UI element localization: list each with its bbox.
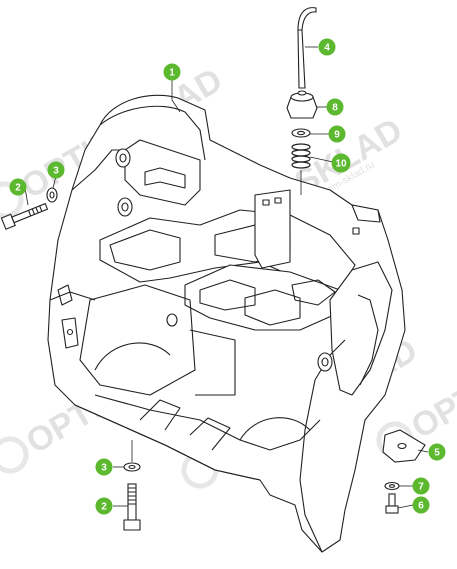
callout-8-label: 8 <box>332 103 338 114</box>
upper-mount-boss <box>115 148 131 168</box>
part-2-bolt-lower <box>123 483 141 531</box>
part-7-nut <box>384 481 400 491</box>
callout-3-lower-label: 3 <box>101 463 107 474</box>
tube-bend <box>297 7 317 31</box>
part-2-bolt-upper <box>0 202 49 230</box>
bracket-hole <box>397 442 407 450</box>
right-tab-slot <box>352 227 360 235</box>
callout-7-label: 7 <box>418 482 424 493</box>
lower-floor-front <box>74 404 261 481</box>
callout-6: 6 <box>412 496 430 514</box>
washer-upper-inner <box>49 191 55 199</box>
callout-2-upper: 2 <box>9 178 27 196</box>
watermark-brand-5: OPTIMSKLAD <box>405 301 457 446</box>
spring-coil-2 <box>291 149 311 157</box>
part-9-washer <box>291 128 311 138</box>
callout-2-lower-label: 2 <box>101 502 107 513</box>
leader-1 <box>171 80 181 113</box>
washer-9-inner <box>296 130 306 136</box>
callout-10: 10 <box>331 153 351 173</box>
callout-10-label: 10 <box>335 159 347 170</box>
callout-1-label: 1 <box>169 68 175 79</box>
callout-3-lower: 3 <box>95 458 113 476</box>
column-slot-1 <box>262 199 270 206</box>
callout-5-label: 5 <box>434 448 440 459</box>
washer-lower-inner <box>128 464 136 470</box>
cavity-inner-step <box>189 329 236 396</box>
housing-lower-cavity <box>79 284 196 396</box>
platform-panel-b <box>244 289 301 326</box>
part-8-valve <box>286 90 318 119</box>
left-bracket-hole <box>66 328 74 336</box>
callout-7: 7 <box>412 477 430 495</box>
bolt-upper-thread <box>28 205 43 217</box>
part-4-tube <box>297 7 317 89</box>
callout-9-label: 9 <box>334 130 340 141</box>
platform-panel-c <box>291 279 336 306</box>
main-housing <box>47 94 406 553</box>
spring-coil-4 <box>291 161 311 169</box>
part-3-washer-upper <box>46 187 58 203</box>
upper-mount-hole <box>119 153 127 163</box>
left-wall-long <box>49 291 96 301</box>
nut-7-inner <box>388 484 396 488</box>
left-side-bracket <box>61 317 79 349</box>
housing-right-wall <box>329 261 393 396</box>
callout-6-label: 6 <box>418 501 424 512</box>
callout-3-upper: 3 <box>47 161 65 179</box>
spring-coil-1 <box>291 143 311 151</box>
floor-rib <box>139 399 181 431</box>
floor-rib-2 <box>189 417 231 451</box>
column-slot-2 <box>274 197 282 204</box>
floor-arc-left <box>94 342 171 371</box>
screw-6-head <box>385 505 399 514</box>
part-6-screw <box>385 493 399 514</box>
tube-body <box>297 29 306 89</box>
housing-top-rim <box>99 105 206 161</box>
middle-mount-boss <box>117 197 133 217</box>
housing-rear-column <box>254 189 291 269</box>
bolt-lower-head <box>123 519 141 531</box>
valve-nipple <box>297 90 307 96</box>
leader-5 <box>417 449 429 453</box>
callout-5: 5 <box>428 443 446 461</box>
part-10-spring <box>291 143 311 169</box>
right-wall-outer <box>357 294 379 386</box>
right-mount-boss <box>317 352 333 372</box>
callout-2-upper-label: 2 <box>15 183 21 194</box>
upper-shelf-recess <box>144 167 186 189</box>
bolt-lower-shank <box>127 483 137 521</box>
platform-panel-a <box>199 279 256 311</box>
middle-mount-hole <box>121 202 129 212</box>
callout-4-label: 4 <box>324 43 330 54</box>
left-bolt-assembly <box>0 187 58 230</box>
center-boss <box>166 313 178 327</box>
floor-arc-right <box>239 417 311 441</box>
callout-3-upper-label: 3 <box>53 166 59 177</box>
housing-left-wall <box>71 149 120 191</box>
screw-6-shank <box>388 493 396 507</box>
left-wall-inner <box>57 284 73 306</box>
deck-panel-left <box>109 229 181 271</box>
bolt-lower-thread <box>128 487 136 505</box>
callout-1: 1 <box>163 63 181 81</box>
right-upper-tab <box>351 204 381 223</box>
callout-bubbles: 1 2 2 3 3 4 5 6 <box>9 38 446 515</box>
part-3-washer-lower <box>123 462 141 472</box>
callout-2-lower: 2 <box>95 497 113 515</box>
callout-4: 4 <box>318 38 336 56</box>
right-mount-hole <box>321 357 329 367</box>
leader-10 <box>309 156 334 163</box>
bottom-bolt-assembly <box>123 462 141 531</box>
housing-upper-shelf <box>124 139 201 206</box>
callout-9: 9 <box>328 125 346 143</box>
callout-8: 8 <box>326 98 344 116</box>
leader-6 <box>397 504 414 509</box>
